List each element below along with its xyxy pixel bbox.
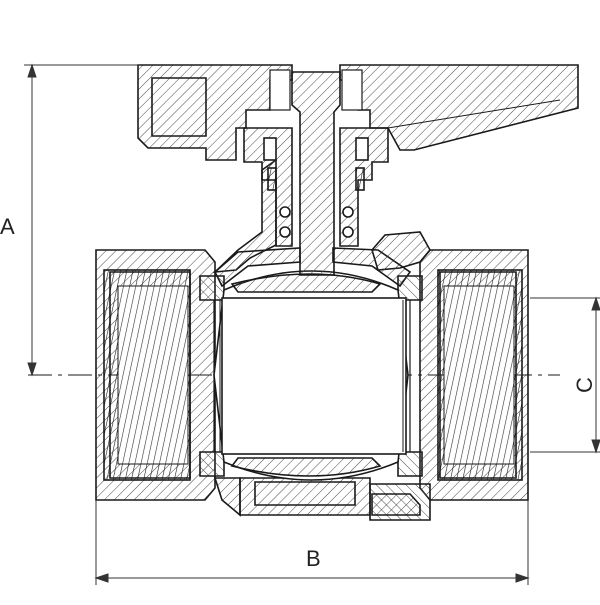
body-bottom-right-nut bbox=[371, 493, 421, 516]
o-ring-left-top bbox=[279, 206, 291, 218]
dimension-b bbox=[94, 500, 530, 585]
body-bottom bbox=[239, 477, 371, 516]
dimension-c-label: C bbox=[572, 377, 597, 393]
dimension-c-arrow-bottom bbox=[591, 439, 600, 454]
o-ring-right-top bbox=[342, 206, 354, 218]
o-ring-left-bottom bbox=[279, 226, 291, 238]
stem bbox=[291, 71, 341, 276]
dimension-b-label: B bbox=[306, 546, 321, 571]
handle-slot-left bbox=[269, 69, 291, 111]
packing-gland-right bbox=[339, 127, 389, 247]
valve-body bbox=[95, 158, 529, 521]
right-thread-lines bbox=[444, 286, 514, 464]
left-seat-ring bbox=[199, 275, 225, 301]
stem-nut-right bbox=[355, 137, 369, 161]
left-seat-ring-bottom bbox=[199, 451, 225, 477]
dimension-b-arrow-left bbox=[94, 573, 109, 583]
stem-thread-left bbox=[267, 167, 277, 191]
body-bottom-left bbox=[213, 477, 241, 517]
ball-lower-cap bbox=[230, 457, 382, 477]
left-thread-lines bbox=[118, 286, 188, 464]
dimension-a-arrow-bottom bbox=[27, 362, 37, 377]
right-seat-ring bbox=[397, 275, 423, 301]
dimension-a-label: A bbox=[0, 214, 15, 239]
ball-bore bbox=[221, 297, 407, 455]
dimension-a bbox=[24, 63, 140, 377]
stem-thread-right bbox=[355, 167, 365, 191]
handle-slot-right bbox=[341, 69, 363, 111]
handle-edge-line bbox=[387, 99, 561, 129]
dimension-a-arrow-top bbox=[27, 63, 37, 78]
right-seat-ring-bottom bbox=[397, 451, 423, 477]
handle bbox=[137, 64, 579, 161]
stem-assembly bbox=[243, 71, 389, 276]
dimension-c-arrow-top bbox=[591, 296, 600, 311]
dimension-c bbox=[530, 296, 600, 454]
dimension-b-arrow-right bbox=[515, 573, 530, 583]
o-ring-right-bottom bbox=[342, 226, 354, 238]
stem-nut-left bbox=[263, 137, 277, 161]
